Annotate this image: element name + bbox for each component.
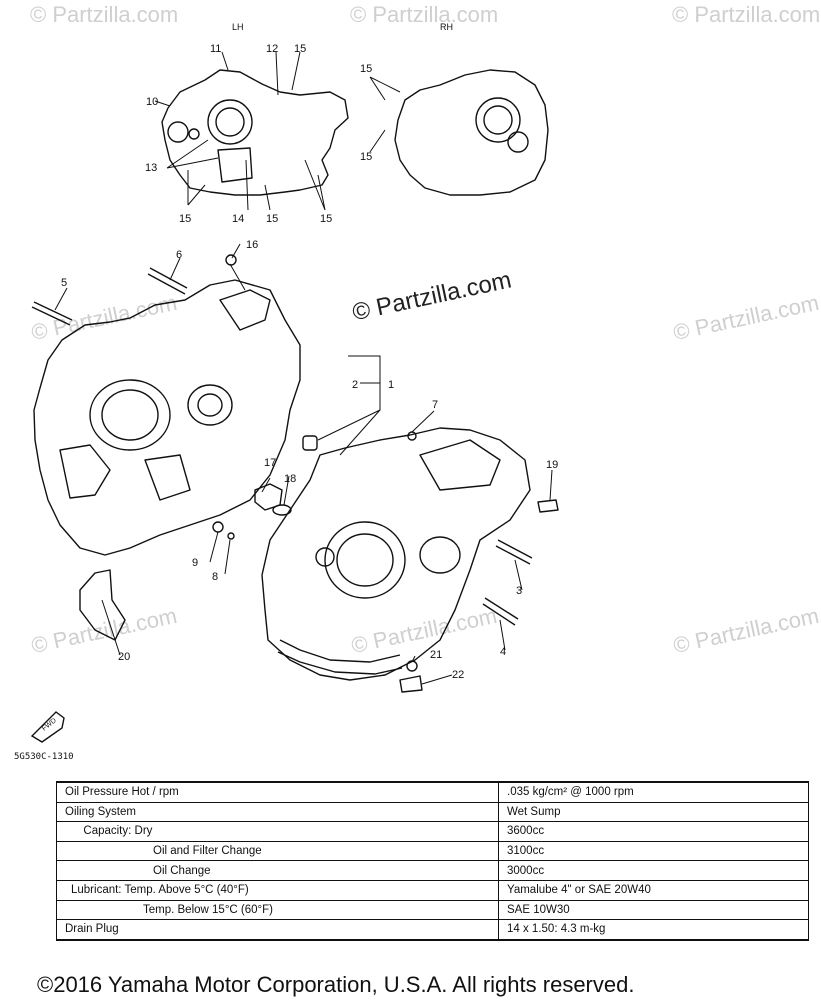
callout-3: 3 [516, 585, 522, 597]
crankcase-right [261, 427, 531, 681]
front-arrow-icon: FWD [30, 711, 65, 743]
callout-5: 5 [61, 277, 67, 289]
gasket-lh [161, 69, 349, 196]
callout-15: 15 [294, 43, 306, 55]
exploded-parts-diagram: © Partzilla.com © Partzilla.com © Partzi… [14, 2, 821, 762]
stud-4 [482, 597, 519, 626]
spec-value: 3100cc [498, 840, 809, 862]
copyright-footer: ©2016 Yamaha Motor Corporation, U.S.A. A… [37, 972, 635, 997]
spec-label: Capacity: Dry [56, 821, 499, 842]
part-7-dowel [407, 431, 417, 441]
callout-8: 8 [212, 571, 218, 583]
gasket-rh [394, 69, 549, 196]
part-8 [227, 532, 235, 540]
callout-15: 15 [179, 213, 191, 225]
spec-label: Drain Plug [56, 919, 499, 941]
callout-12: 12 [266, 43, 278, 55]
spec-value: 3600cc [498, 821, 809, 842]
label-lh: LH [232, 22, 244, 32]
callout-22: 22 [452, 669, 464, 681]
part-21 [406, 660, 418, 672]
gasket-lh-bore [207, 99, 253, 145]
oil-spec-table: Oil Pressure Hot / rpm .035 kg/cm² @ 100… [56, 780, 809, 941]
table-row: Oiling System Wet Sump [56, 801, 809, 823]
spec-label: Oil Change [56, 860, 499, 881]
part-19-bracket [537, 499, 559, 513]
table-row: Temp. Below 15°C (60°F) SAE 10W30 [56, 899, 809, 921]
callout-19: 19 [546, 459, 558, 471]
callout-13: 13 [145, 162, 157, 174]
crankcase-left [33, 279, 301, 556]
stud-6 [147, 267, 188, 295]
callout-6: 6 [176, 249, 182, 261]
callout-10: 10 [146, 96, 158, 108]
spec-label: Oil and Filter Change [56, 840, 499, 862]
callout-15: 15 [360, 151, 372, 163]
parts-drawing: LH RH 1 2 3 4 5 6 7 8 9 10 11 12 13 14 1… [30, 22, 559, 743]
spec-value: 3000cc [498, 860, 809, 881]
table-row: Capacity: Dry 3600cc [56, 821, 809, 842]
callout-9: 9 [192, 557, 198, 569]
watermark: © Partzilla.com [350, 2, 499, 27]
callout-15: 15 [320, 213, 332, 225]
stud-5 [31, 301, 73, 326]
spec-value: .035 kg/cm² @ 1000 rpm [498, 780, 809, 803]
spec-value: SAE 10W30 [498, 899, 809, 921]
part-22-plate [399, 675, 423, 693]
callout-4: 4 [500, 646, 506, 658]
callout-2: 2 [352, 379, 358, 391]
stud-3 [495, 539, 533, 565]
gasket-rh-bore [475, 97, 521, 143]
part-9 [212, 521, 224, 533]
spec-value: Yamalube 4" or SAE 20W40 [498, 879, 809, 901]
spec-label: Lubricant: Temp. Above 5°C (40°F) [56, 879, 499, 901]
watermark: © Partzilla.com [672, 2, 821, 27]
callout-15: 15 [266, 213, 278, 225]
part-20-cover [79, 569, 126, 641]
drawing-code: 5G530C-1310 [14, 752, 74, 762]
callout-18: 18 [284, 473, 296, 485]
callout-16: 16 [246, 239, 258, 251]
callout-1: 1 [388, 379, 394, 391]
watermark: © Partzilla.com [30, 2, 179, 27]
part-2-dowel [302, 435, 318, 451]
callout-7: 7 [432, 399, 438, 411]
table-row: Oil and Filter Change 3100cc [56, 840, 809, 862]
table-row: Oil Pressure Hot / rpm .035 kg/cm² @ 100… [56, 780, 809, 803]
label-rh: RH [440, 22, 453, 32]
spec-label: Oiling System [56, 801, 499, 823]
callout-20: 20 [118, 651, 130, 663]
callout-21: 21 [430, 649, 442, 661]
spec-value: Wet Sump [498, 801, 809, 823]
spec-label: Oil Pressure Hot / rpm [56, 780, 499, 803]
table-row: Lubricant: Temp. Above 5°C (40°F) Yamalu… [56, 879, 809, 901]
callout-11: 11 [210, 43, 221, 55]
part-16-bolt [225, 254, 237, 266]
table-row: Drain Plug 14 x 1.50: 4.3 m-kg [56, 919, 809, 941]
table-row: Oil Change 3000cc [56, 860, 809, 881]
spec-label: Temp. Below 15°C (60°F) [56, 899, 499, 921]
spec-value: 14 x 1.50: 4.3 m-kg [498, 919, 809, 941]
callout-17: 17 [264, 457, 276, 469]
callout-15: 15 [360, 63, 372, 75]
callout-14: 14 [232, 213, 244, 225]
part-18-oring [272, 504, 292, 516]
